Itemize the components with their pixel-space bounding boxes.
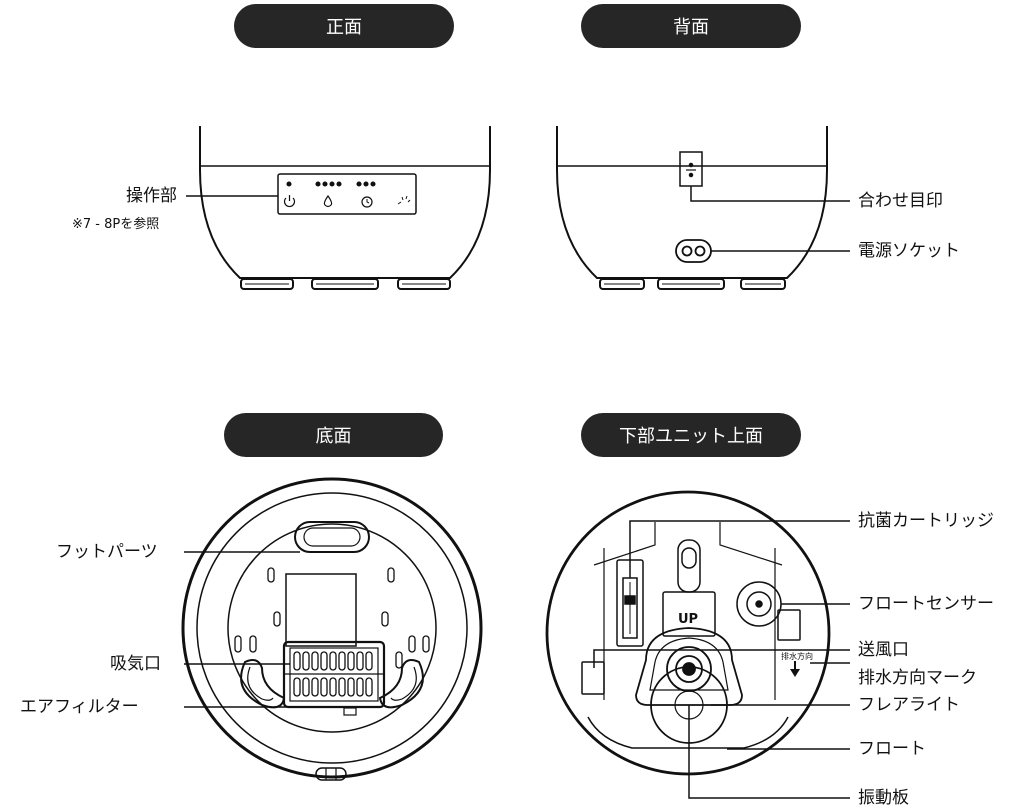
air-outlet-illustration [581, 609, 801, 695]
drain-arrow-icon [790, 661, 800, 677]
label-air-filter: エアフィルター [20, 697, 139, 717]
up-tab-illustration [662, 539, 716, 637]
label-vibration-plate: 振動板 [858, 788, 909, 808]
drain-direction-inline-text: 排水方向 [781, 652, 813, 661]
float-sensor-illustration [736, 581, 782, 627]
label-float: フロート [858, 739, 926, 759]
label-float-sensor: フロートセンサー [858, 594, 994, 614]
power-socket-illustration [675, 239, 712, 263]
label-control-panel-note: ※7 - 8Pを参照 [72, 217, 160, 232]
section-front-header: 正面 [234, 4, 454, 48]
label-alignment-mark: 合わせ目印 [858, 191, 943, 211]
section-lower-unit-header: 下部ユニット上面 [581, 413, 801, 457]
alignment-mark-illustration [679, 151, 703, 187]
lower-unit-illustration [545, 490, 831, 776]
label-air-intake: 吸気口 [110, 654, 161, 674]
section-bottom-header: 底面 [224, 413, 443, 457]
label-flare-light: フレアライト [858, 695, 960, 715]
label-drain-direction-mark: 排水方向マーク [858, 668, 977, 688]
back-unit-illustration [556, 126, 828, 290]
section-back-header: 背面 [581, 4, 801, 48]
label-air-outlet: 送風口 [858, 640, 909, 660]
bottom-illustration [181, 477, 483, 781]
up-marking: UP [678, 612, 699, 627]
label-foot-parts: フットパーツ [56, 542, 158, 562]
label-power-socket: 電源ソケット [858, 241, 960, 261]
air-filter-grille [293, 651, 373, 697]
front-unit-illustration [199, 126, 491, 290]
air-filter-illustration [282, 640, 386, 709]
control-panel-illustration [277, 173, 417, 215]
label-control-panel: 操作部 [126, 186, 177, 206]
label-antibacterial-cartridge: 抗菌カートリッジ [858, 511, 994, 531]
